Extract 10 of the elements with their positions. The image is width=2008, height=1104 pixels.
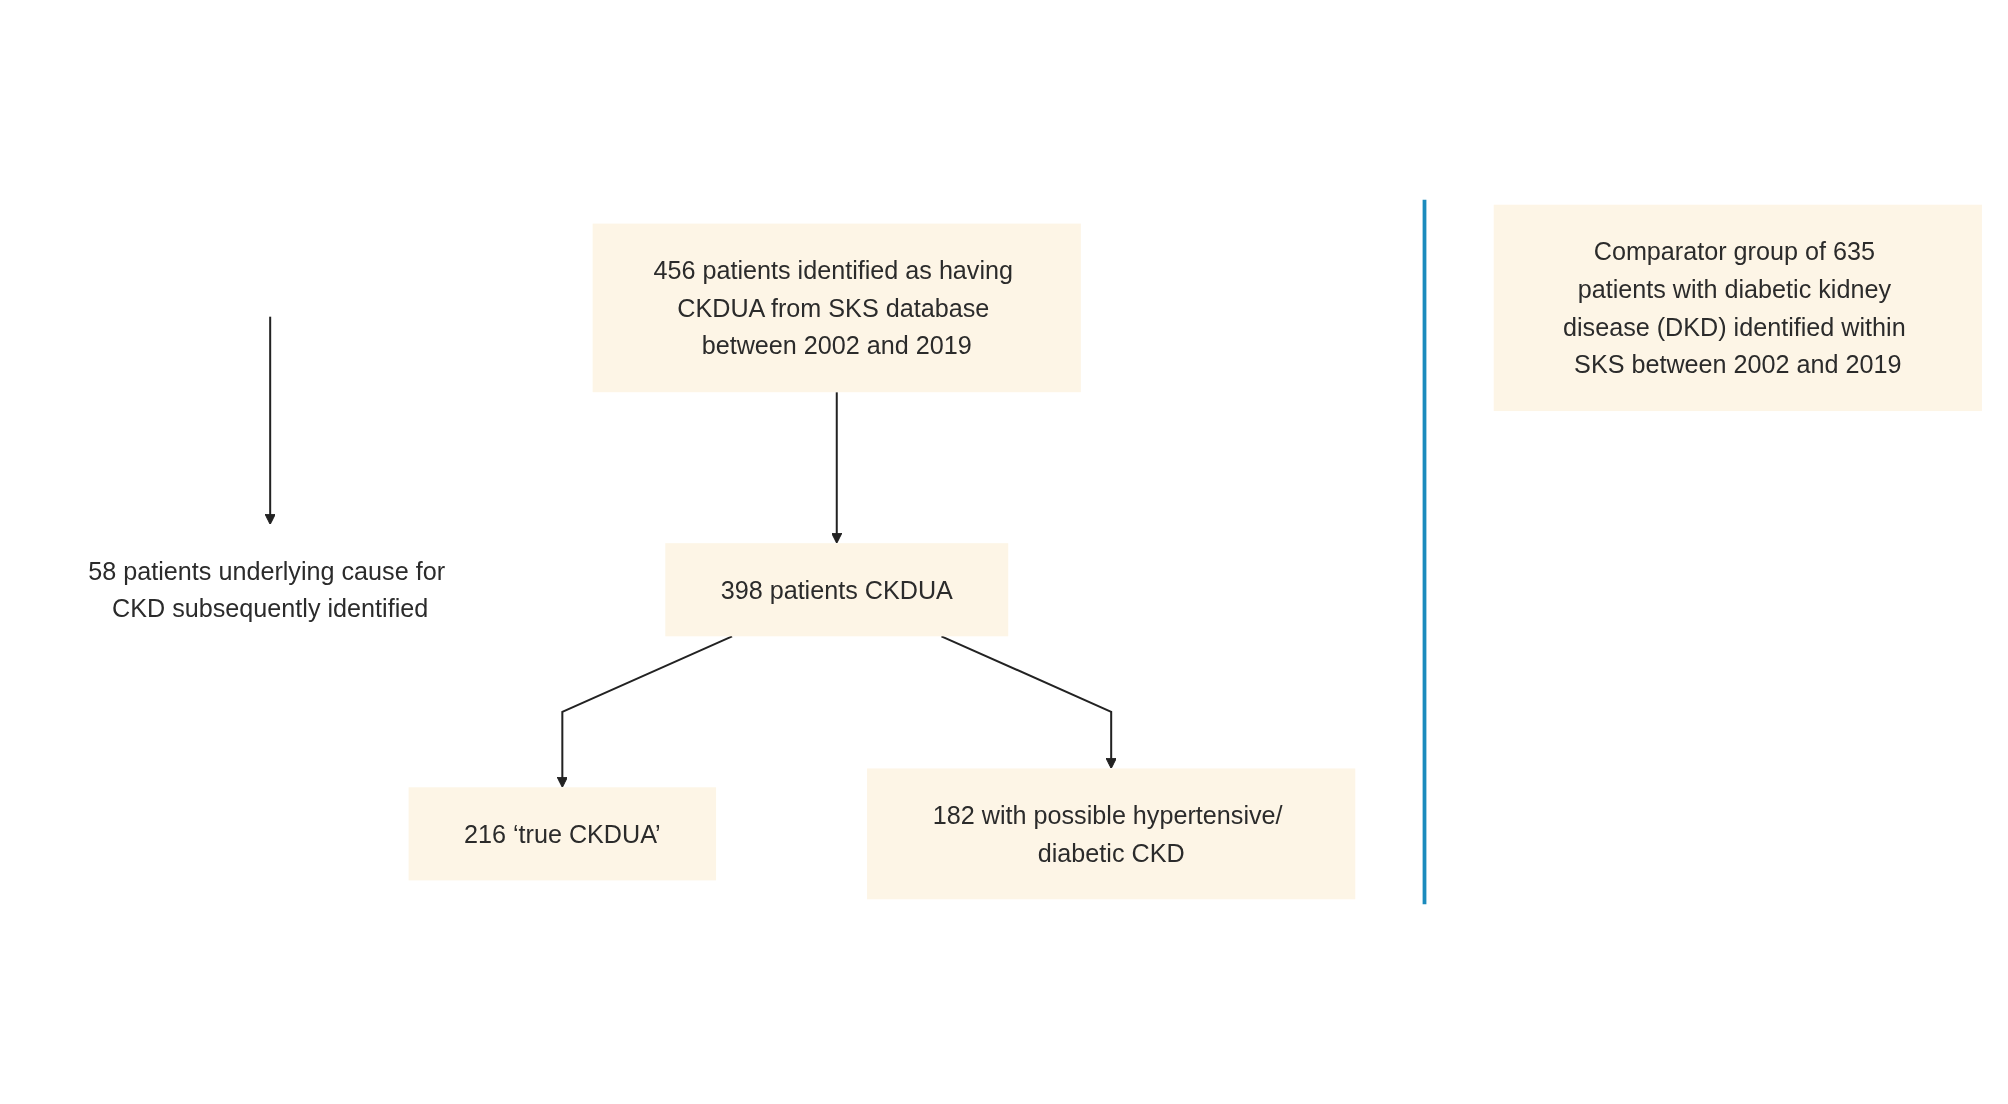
node-box: 456 patients identified as having CKDUA from SKS database between 2002 and 2019 xyxy=(592,223,1081,393)
arrow xyxy=(831,392,843,544)
node-text: 58 patients underlying cause for CKD subsequently identified xyxy=(88,557,446,623)
arrow xyxy=(264,316,276,525)
arrow xyxy=(941,635,1117,769)
arrow xyxy=(556,635,733,788)
node-box: 182 with possible hypertensive/ diabetic CKD xyxy=(867,768,1356,900)
node-box: 216 ‘true CKDUA’ xyxy=(408,787,717,881)
node-box: 398 patients CKDUA xyxy=(665,543,1009,637)
node-box: Comparator group of 635 patients with diabetic kidney disease (DKD) identified within SKS between 2002 and 2019 xyxy=(1493,204,1982,412)
